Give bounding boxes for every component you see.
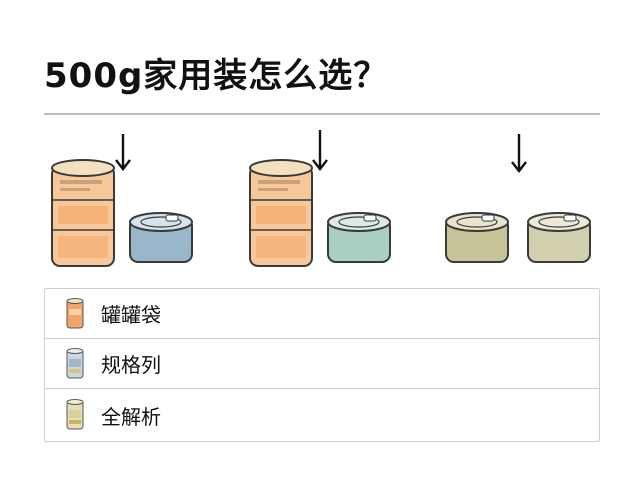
olive-can-icon [66, 399, 84, 430]
orange-can-icon [66, 297, 84, 328]
list-item-label: 全解析 [101, 404, 161, 429]
short-can-olive [527, 212, 591, 263]
short-can-olive [445, 212, 509, 263]
can-illustration [51, 130, 591, 267]
list-item[interactable]: 规格列 [45, 339, 599, 389]
short-can-blue [129, 212, 193, 263]
list-item[interactable]: 罐罐袋 [45, 289, 599, 339]
page-title: 500g家用装怎么选？ [44, 56, 389, 96]
down-arrow-icon [511, 134, 527, 173]
list-item-label: 规格列 [101, 353, 161, 377]
title-divider [44, 113, 600, 115]
down-arrow-icon [115, 134, 131, 171]
tall-can-orange [249, 159, 313, 267]
option-list: 罐罐袋 规格列 全解析 [44, 288, 600, 442]
down-arrow-icon [312, 130, 328, 171]
list-item-label: 罐罐袋 [101, 303, 161, 327]
tall-can-orange [51, 159, 115, 267]
list-item[interactable]: 全解析 [45, 389, 599, 441]
blue-can-icon [66, 347, 84, 378]
short-can-mint [327, 212, 391, 263]
